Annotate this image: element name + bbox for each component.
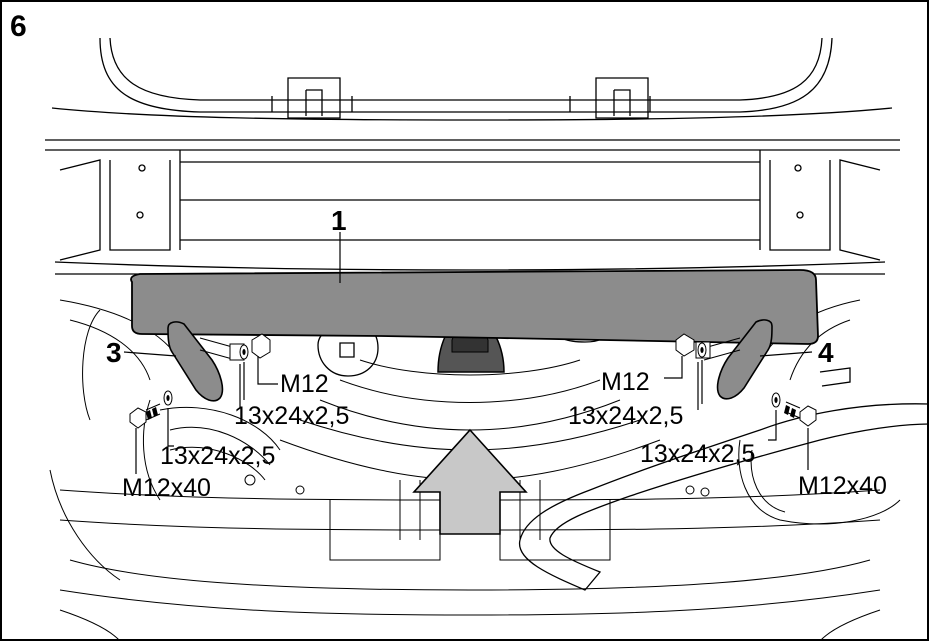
right-nut-label: M12 [601, 368, 650, 396]
left-bolt-label: M12x40 [122, 474, 211, 502]
part-label-right-bracket: 4 [818, 337, 834, 368]
labels: 6 1 3 4 M12 13x24x2,5 13x24x2,5 M12x40 M… [10, 10, 887, 502]
left-lower-washer-label: 13x24x2,5 [160, 442, 275, 470]
hardware-right [675, 333, 817, 427]
exhaust-pipe [519, 367, 929, 591]
direction-arrow [412, 428, 528, 535]
left-upper-washer-label: 13x24x2,5 [234, 402, 349, 430]
leader-lines [123, 232, 813, 474]
hatch-hinge-left [271, 77, 353, 119]
left-nut-label: M12 [280, 370, 329, 398]
right-bolt-label: M12x40 [798, 472, 887, 500]
right-upper-washer-label: 13x24x2,5 [568, 402, 683, 430]
hatch-hinge-right [569, 77, 651, 119]
right-lower-washer-label: 13x24x2,5 [640, 440, 755, 468]
part-label-left-bracket: 3 [106, 337, 122, 368]
part-label-bar: 1 [331, 205, 347, 236]
step-number: 6 [10, 10, 27, 43]
car-body [45, 37, 900, 275]
hardware-left [129, 333, 271, 429]
tow-bar-crossbeam [130, 269, 819, 345]
